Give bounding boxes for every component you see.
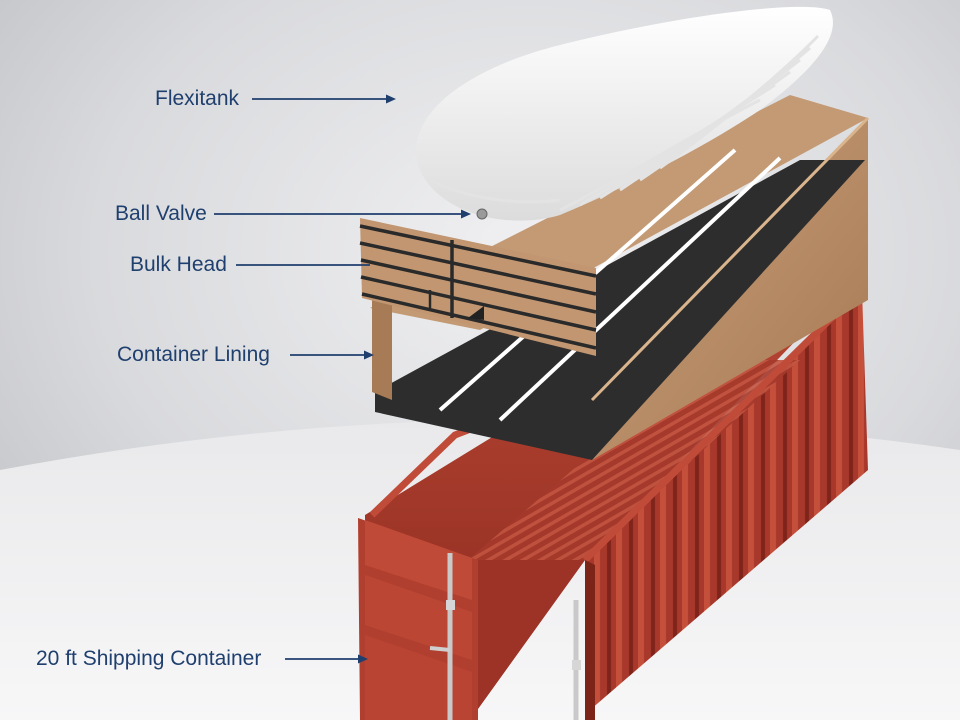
shipping-container — [358, 278, 868, 720]
ball-valve-label: Ball Valve — [115, 202, 207, 225]
container-side-wall — [585, 290, 868, 710]
bulk-head — [359, 218, 597, 356]
container-floor — [468, 360, 800, 560]
leader-arrows — [214, 94, 471, 664]
lining-end-wall — [372, 300, 392, 400]
flexitank-label: Flexitank — [155, 87, 240, 110]
shipping-container-label: 20 ft Shipping Container — [36, 647, 262, 670]
bulk-head-label: Bulk Head — [130, 253, 227, 276]
flexitank — [416, 6, 833, 221]
container-lining-label: Container Lining — [117, 343, 270, 366]
ball-valve — [476, 208, 488, 220]
